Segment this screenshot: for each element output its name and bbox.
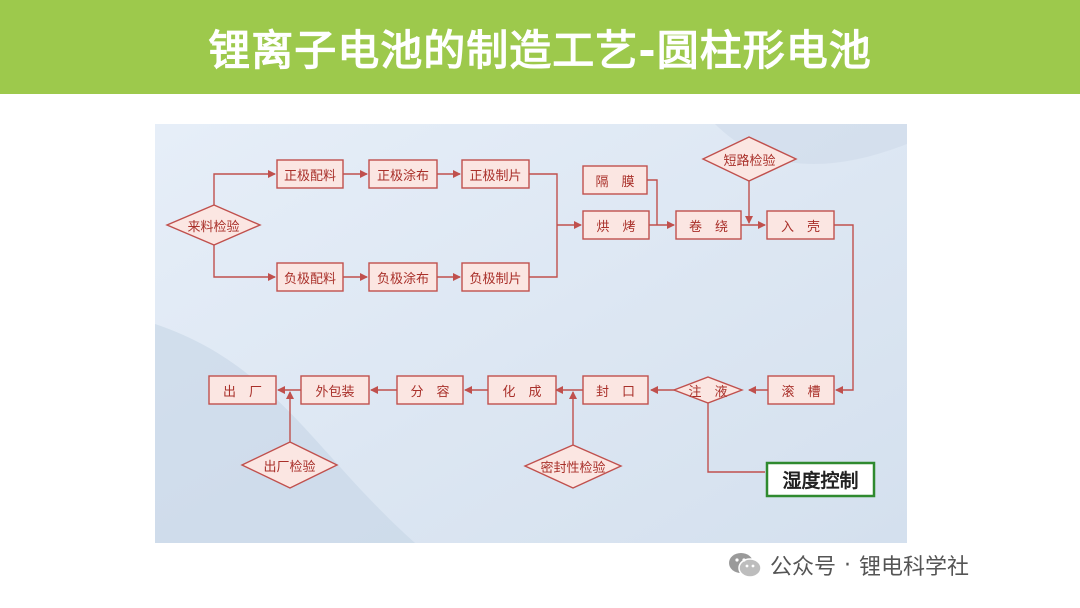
box-neg-coating [368, 262, 438, 292]
diamond-seal-test [523, 444, 623, 489]
process-flow-diagram: 来料检验 正极配料 正极涂布 正极制片 负极配料 负极涂布 负极制片 隔 膜 烘… [155, 124, 907, 543]
box-factory-exit [208, 375, 277, 405]
box-humidity-control [765, 461, 876, 498]
box-neg-batching [276, 262, 344, 292]
wechat-icon [729, 553, 762, 578]
diamond-incoming-inspection [165, 204, 262, 246]
box-separator [582, 165, 648, 195]
diamond-exit-inspection [240, 441, 339, 489]
watermark-prefix: 公众号 [770, 555, 837, 580]
box-winding [675, 210, 742, 240]
box-pos-coating [368, 159, 438, 189]
box-sealing [582, 375, 649, 405]
box-into-can [766, 210, 835, 240]
box-baking [582, 210, 650, 240]
watermark-account-name: 锂电科学社 [859, 555, 970, 580]
diagram-canvas [155, 124, 907, 543]
box-formation [487, 375, 557, 405]
watermark: 公众号 · 锂电科学社 [728, 548, 969, 582]
connector-lines [213, 170, 854, 473]
process-boxes [208, 159, 835, 405]
inspection-diamonds [165, 136, 798, 489]
page-title: 锂离子电池的制造工艺-圆柱形电池 [208, 25, 872, 75]
box-pos-batching [276, 159, 344, 189]
box-outer-packaging [300, 375, 370, 405]
box-grading [396, 375, 464, 405]
title-bar: 锂离子电池的制造工艺-圆柱形电池 [0, 0, 1080, 94]
watermark-separator: · [844, 552, 852, 578]
diamond-short-circuit-test [701, 136, 798, 182]
diamond-electrolyte-injection [672, 376, 744, 404]
box-grooving [767, 375, 835, 405]
box-neg-sheet [461, 262, 530, 292]
box-pos-sheet [461, 159, 530, 189]
